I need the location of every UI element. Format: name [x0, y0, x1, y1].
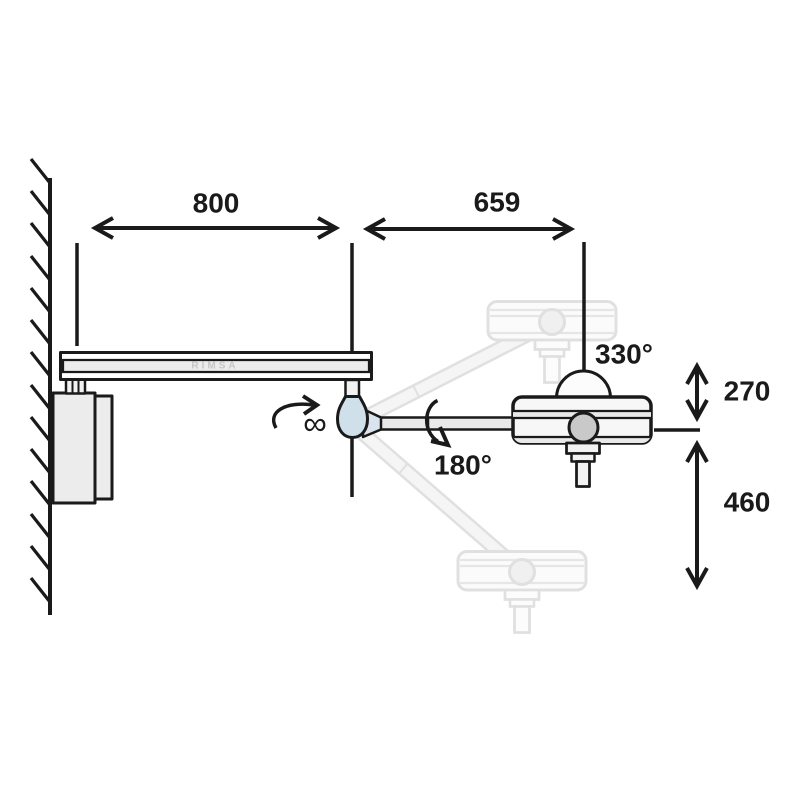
spring-arm — [378, 416, 516, 431]
lamp-head — [511, 369, 653, 488]
infinity-rotation: ∞ — [272, 394, 327, 442]
wall-mount-bracket — [51, 391, 114, 505]
label-270: 270 — [724, 376, 771, 407]
ghost-lamp-head-lower — [456, 550, 588, 634]
dimension-270: 270 — [685, 361, 771, 423]
handle-collar — [565, 441, 601, 455]
wall-hatching — [29, 157, 52, 604]
swivel-joint — [336, 395, 369, 439]
label-330deg: 330° — [595, 339, 653, 370]
dimension-460: 460 — [685, 439, 771, 591]
wall — [29, 157, 52, 615]
label-800: 800 — [193, 188, 240, 219]
label-180deg: 180° — [434, 450, 492, 481]
dimension-800: 800 — [75, 188, 354, 352]
beam-right-stub — [344, 378, 361, 398]
dimension-659: 659 — [362, 187, 586, 371]
lamp-handle — [575, 460, 591, 488]
label-460: 460 — [724, 487, 771, 518]
arm-rotation-180: 180° — [424, 398, 492, 481]
beam-left-stub — [64, 378, 87, 395]
infinity-symbol: ∞ — [303, 405, 327, 442]
infinity-rotation-arrow — [272, 402, 315, 429]
support-beam: RIMSA — [59, 351, 373, 398]
lamp-knob — [567, 411, 600, 444]
arm-rotation-arrow — [424, 398, 440, 443]
lamp-dome — [555, 369, 612, 400]
label-659: 659 — [474, 187, 521, 218]
brand-logo: RIMSA — [191, 361, 238, 372]
